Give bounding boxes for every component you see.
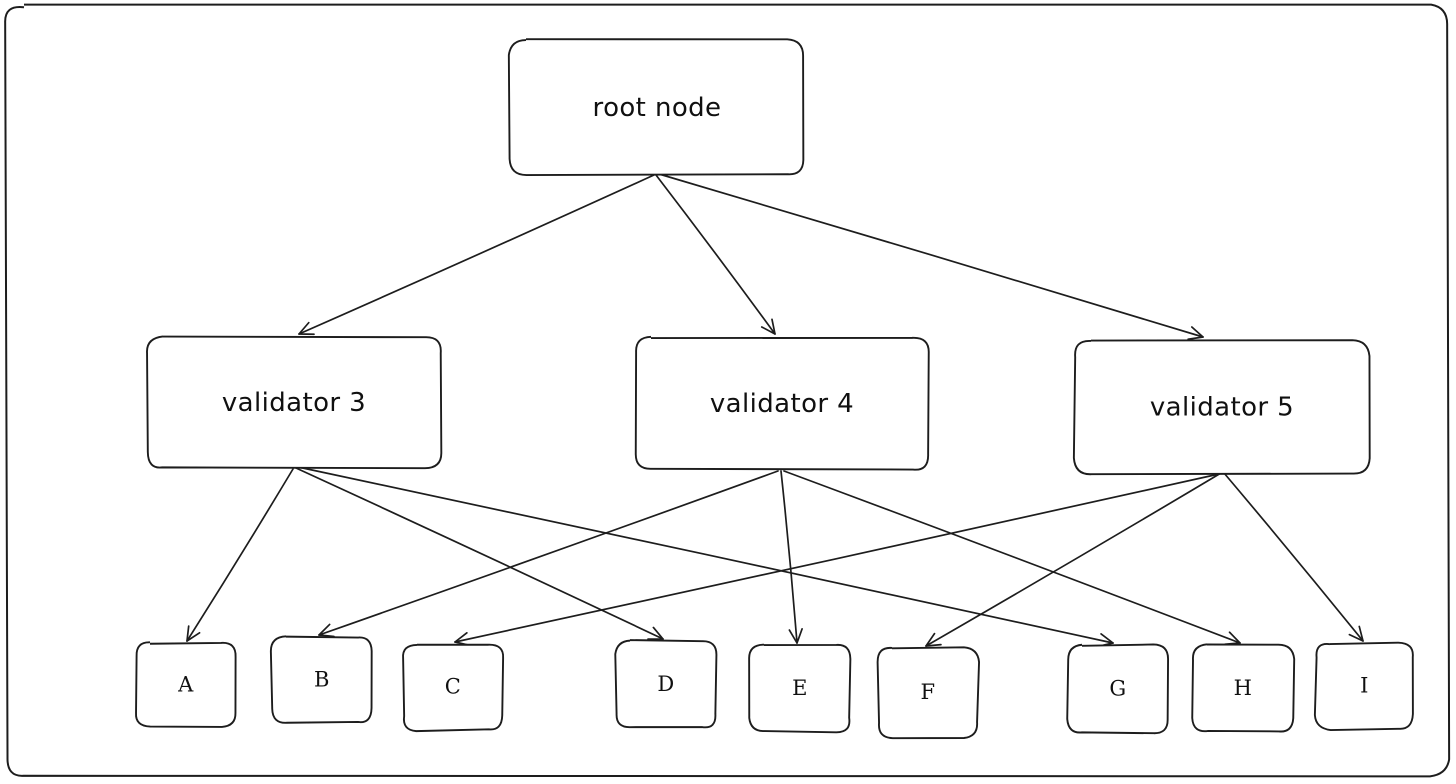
edge-root-validator3 [298,174,655,336]
node-root[interactable]: root node [507,38,805,177]
leaf-level: A B C D E F G H I [135,635,1414,740]
arrowhead-icon [186,625,201,642]
root-level: root node [507,38,805,177]
arrowhead-icon [1348,625,1364,642]
edge-path [298,174,655,335]
node-label: D [657,672,674,696]
outer-border [4,3,1451,778]
node-A[interactable]: A [135,641,237,728]
edge-path [925,472,1222,647]
arrowhead-icon [647,626,664,640]
edge-validator3-G [297,466,1114,648]
node-label: validator 3 [222,388,366,418]
edge-validator4-B [318,470,779,638]
edge-path [658,173,1204,338]
node-label: C [445,675,462,699]
diagram-frame-layer [4,3,1451,778]
node-label: I [1360,674,1369,698]
node-I[interactable]: I [1313,641,1414,732]
node-label: validator 4 [710,389,854,419]
diagram-edge-layer [186,173,1364,648]
node-box [1072,339,1371,476]
node-label: A [177,673,194,697]
edge-validator5-C [454,473,1220,647]
edge-root-validator4 [655,174,776,335]
node-validator4[interactable]: validator 4 [634,335,930,471]
node-label: B [314,668,330,692]
node-D[interactable]: D [614,639,718,729]
edge-path [454,473,1220,643]
node-box [402,643,505,733]
node-box [1313,641,1414,732]
node-box [1066,643,1170,735]
edge-validator3-D [295,467,664,640]
arrowhead-icon [788,628,803,644]
arrowhead-icon [760,318,776,335]
arrowhead-icon [1187,326,1204,341]
node-box [146,335,443,470]
node-validator3[interactable]: validator 3 [146,335,443,470]
node-box [614,639,718,729]
node-box [748,643,852,734]
node-box [135,641,237,728]
edge-path [1223,472,1364,642]
edge-validator3-A [186,468,294,642]
edge-path [318,470,779,636]
edge-path [295,467,664,640]
node-label: root node [593,93,722,123]
edge-validator5-F [925,472,1222,647]
edge-validator4-H [783,470,1241,646]
node-box [269,635,373,724]
node-box [876,646,981,740]
node-label: validator 5 [1150,393,1294,423]
node-label: F [920,680,935,704]
node-G[interactable]: G [1066,643,1170,735]
edge-validator4-E [780,470,803,644]
node-label: G [1109,677,1126,701]
node-validator5[interactable]: validator 5 [1072,339,1371,476]
arrowhead-icon [318,623,335,638]
node-box [1191,643,1296,733]
node-B[interactable]: B [269,635,373,724]
node-label: E [792,676,808,700]
edge-validator5-I [1223,472,1364,642]
edge-root-validator5 [658,173,1204,341]
node-box [634,335,930,471]
node-H[interactable]: H [1191,643,1296,733]
edge-path [783,470,1241,644]
node-label: H [1234,676,1253,700]
arrowhead-icon [925,632,942,647]
edge-path [780,470,798,644]
node-C[interactable]: C [402,643,505,733]
validator-level: validator 3 validator 4 validator 5 [146,335,1371,476]
node-F[interactable]: F [876,646,981,740]
edge-path [297,466,1114,644]
arrowhead-icon [298,321,315,336]
edge-path [655,174,776,335]
node-E[interactable]: E [748,643,852,734]
edge-path [186,468,294,642]
node-box [507,38,805,177]
